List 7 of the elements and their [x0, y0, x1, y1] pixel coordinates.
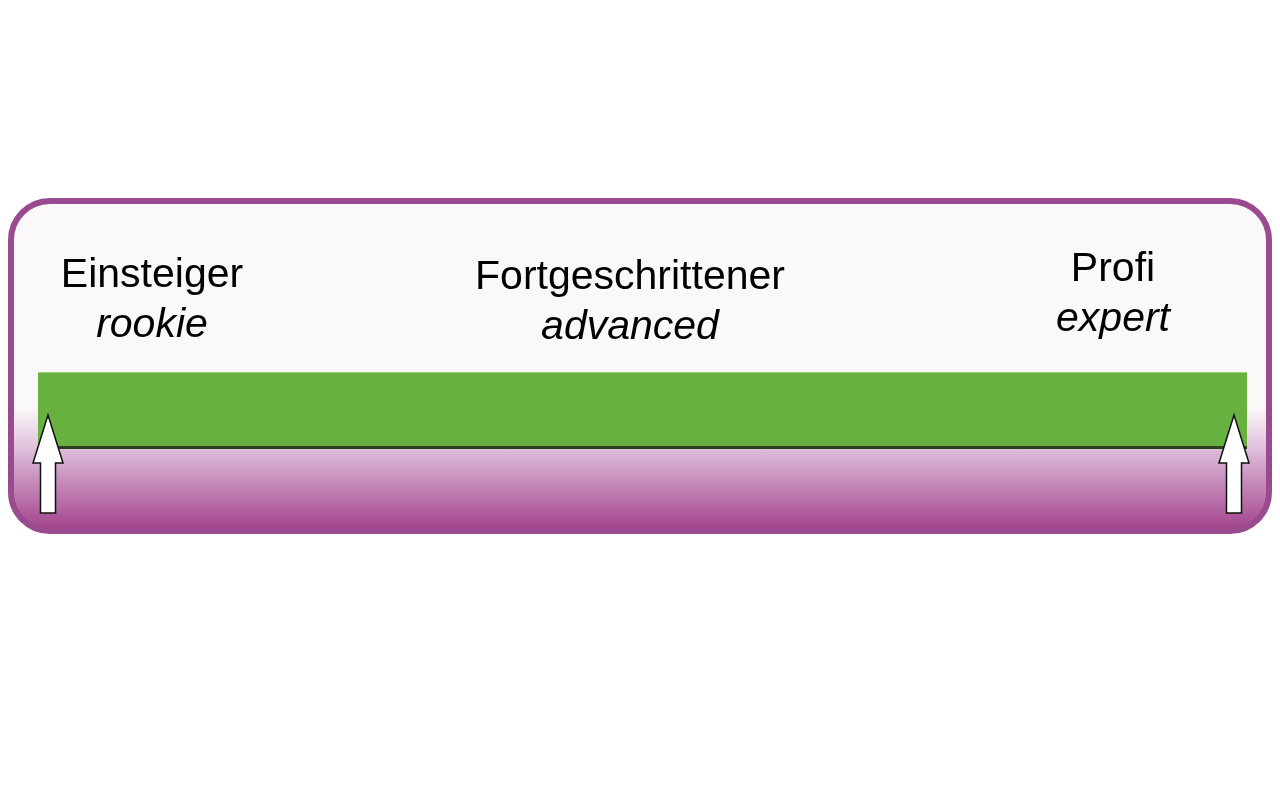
level-label: Fortgeschrittener advanced — [475, 251, 785, 350]
rounded-panel — [8, 198, 1272, 534]
level-label: Einsteiger rookie — [60, 249, 244, 348]
level-bar — [38, 372, 1247, 449]
block-arrow — [31, 412, 65, 514]
block-arrow — [1217, 412, 1251, 514]
level-label: Profi expert — [1056, 243, 1170, 342]
